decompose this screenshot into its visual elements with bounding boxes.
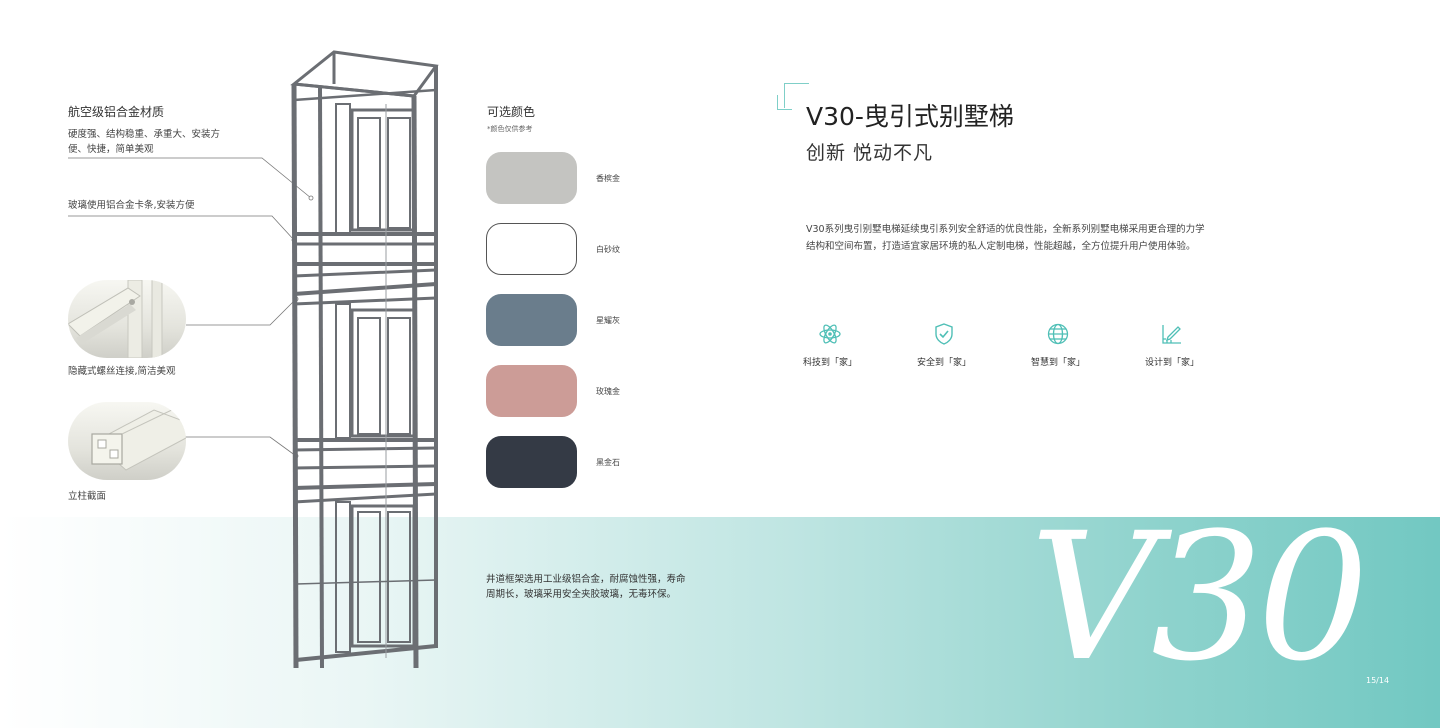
feature-design: 设计到「家」 xyxy=(1132,322,1212,368)
title-corner-accent-small xyxy=(777,95,792,110)
colors-title: 可选颜色 xyxy=(487,105,536,119)
feature-intelligence: 智慧到「家」 xyxy=(1018,322,1098,368)
big-v30-watermark: V30 xyxy=(1030,498,1369,698)
frame-description: 井道框架选用工业级铝合金，耐腐蚀性强，寿命周期长，玻璃采用安全夹胶玻璃，无毒环保… xyxy=(486,574,686,600)
feature-technology-label: 科技到「家」 xyxy=(802,358,857,368)
pillar-section-annotation: 立柱截面 xyxy=(68,491,107,502)
feature-design-label: 设计到「家」 xyxy=(1144,358,1199,368)
glass-annotation: 玻璃使用铝合金卡条,安装方便 xyxy=(68,200,195,211)
screw-annotation: 隐藏式螺丝连接,简洁美观 xyxy=(68,366,176,377)
title-corner-accent xyxy=(784,83,809,108)
product-subtitle: 创新 悦动不凡 xyxy=(806,142,934,164)
swatch-label-rose-gold: 玫瑰金 xyxy=(596,387,620,396)
page-number: 15/14 xyxy=(1366,676,1390,685)
screw-detail-image xyxy=(68,280,186,358)
feature-safety: 安全到「家」 xyxy=(904,322,984,368)
swatch-star-gray[interactable] xyxy=(486,294,577,346)
material-title: 航空级铝合金材质 xyxy=(68,105,165,119)
feature-intelligence-label: 智慧到「家」 xyxy=(1030,358,1085,368)
swatch-champagne-gold[interactable] xyxy=(486,152,577,204)
swatch-white-sand[interactable] xyxy=(486,223,577,275)
feature-safety-label: 安全到「家」 xyxy=(916,358,971,368)
feature-technology: 科技到「家」 xyxy=(790,322,870,368)
ruler-pencil-icon xyxy=(1162,325,1181,344)
material-text-line2: 便、快捷，简单美观 xyxy=(68,144,154,155)
globe-icon xyxy=(1047,323,1069,345)
swatch-rose-gold[interactable] xyxy=(486,365,577,417)
swatch-label-white-sand: 白砂纹 xyxy=(596,245,620,254)
swatch-label-champagne-gold: 香槟金 xyxy=(596,174,620,183)
product-title: V30-曳引式别墅梯 xyxy=(806,102,1014,131)
swatch-black-gold-stone[interactable] xyxy=(486,436,577,488)
swatch-label-black-gold-stone: 黑金石 xyxy=(596,458,620,467)
shield-check-icon xyxy=(935,323,953,345)
swatch-label-star-gray: 星耀灰 xyxy=(596,316,620,325)
product-description: V30系列曳引别墅电梯延续曳引系列安全舒适的优良性能，全新系列别墅电梯采用更合理… xyxy=(806,224,1205,252)
material-text-line1: 硬度强、结构稳重、承重大、安装方 xyxy=(68,129,221,140)
teal-gradient-band xyxy=(0,517,1440,728)
elevator-frame-illustration xyxy=(290,50,439,669)
atom-icon xyxy=(819,324,841,344)
colors-note: *颜色仅供参考 xyxy=(487,125,533,133)
pillar-section-image xyxy=(68,402,186,480)
